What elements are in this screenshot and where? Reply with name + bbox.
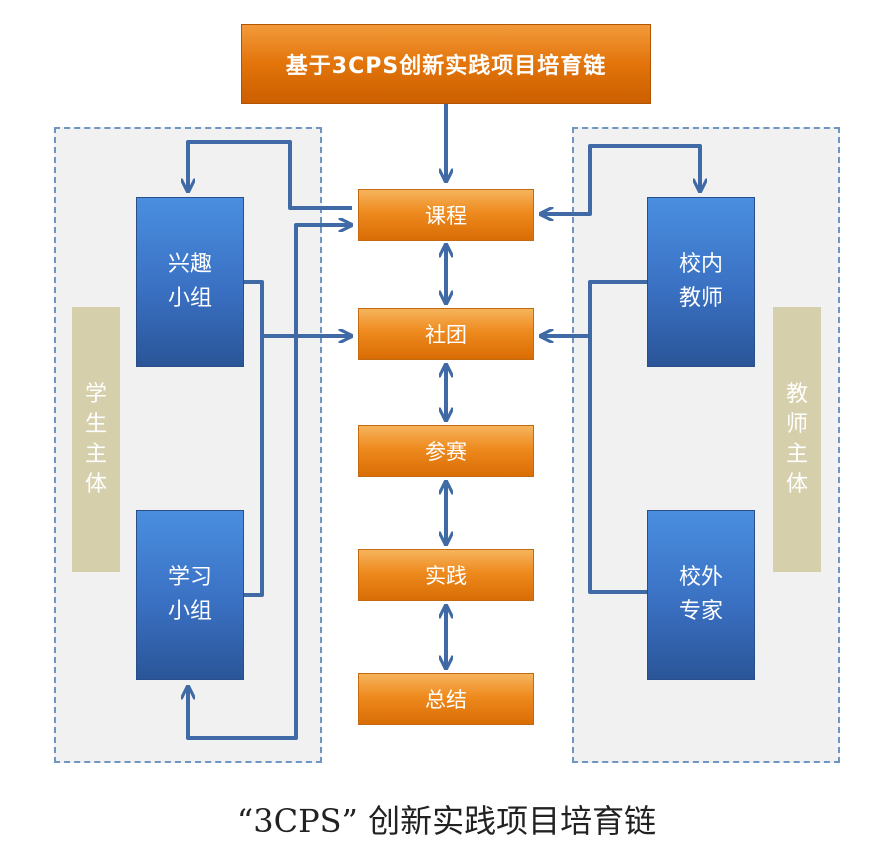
external-expert-line: 校外 [678, 565, 723, 590]
teacher-label-char: 师 [785, 411, 808, 437]
student-label-char: 生 [84, 411, 107, 437]
arrow-teachers-bracket [588, 280, 647, 594]
chain-step-label: 社团 [425, 323, 467, 347]
chain-step-label: 实践 [425, 564, 467, 588]
student-label-char: 体 [84, 471, 107, 497]
teacher-subject-label: 教 师 主 体 [773, 307, 821, 572]
chain-step-label: 总结 [425, 688, 467, 712]
external-expert-line: 专家 [678, 599, 723, 624]
chain-title: 基于3CPS创新实践项目培育链 [285, 54, 607, 79]
arrow-teacher-course [542, 144, 700, 214]
teacher-label-char: 体 [785, 471, 808, 497]
student-subject-label: 学 生 主 体 [72, 307, 120, 572]
school-teacher-box: 校内 教师 [647, 197, 755, 367]
arrow-groups-to-club [244, 280, 264, 597]
school-teacher-line: 校内 [678, 252, 723, 277]
chain-title-box: 基于3CPS创新实践项目培育链 [241, 24, 651, 104]
student-label-char: 主 [84, 441, 107, 467]
arrow-study-group-to-course [188, 225, 350, 740]
chain-step-label: 参赛 [425, 440, 467, 464]
external-expert-box: 校外 专家 [647, 510, 755, 680]
teacher-label-char: 主 [785, 441, 808, 467]
diagram-caption: “3CPS” 创新实践项目培育链 [236, 802, 657, 840]
chain-step-label: 课程 [425, 204, 467, 228]
student-label-char: 学 [84, 381, 107, 407]
chain-step-summary: 总结 [358, 673, 534, 725]
chain-step-competition: 参赛 [358, 425, 534, 477]
chain-step-club: 社团 [358, 308, 534, 360]
school-teacher-line: 教师 [678, 286, 723, 311]
chain-step-practice: 实践 [358, 549, 534, 601]
chain-step-course: 课程 [358, 189, 534, 241]
arrow-course-to-interest-group [188, 140, 352, 210]
teacher-label-char: 教 [785, 381, 808, 407]
